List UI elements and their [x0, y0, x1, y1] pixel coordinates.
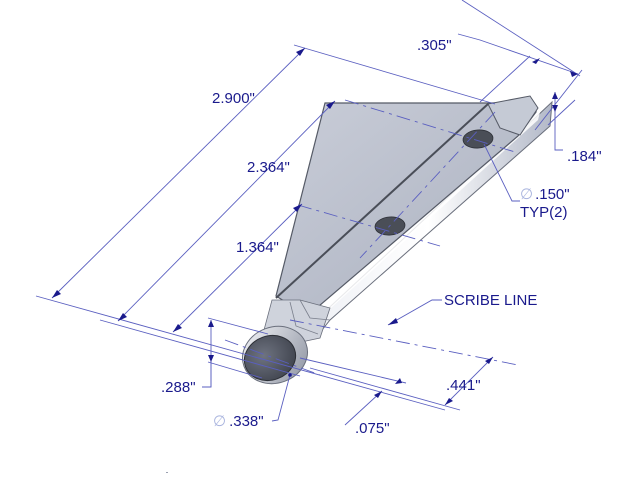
dim-scribe-offset: .441": [446, 377, 481, 394]
hole-2: [462, 129, 494, 149]
center-lines: [224, 99, 519, 376]
dimension-lines: [35, 0, 583, 426]
dim-end-diameter: ∅.338": [213, 413, 264, 430]
dim-hole1-position: 1.364": [236, 239, 279, 256]
dim-hole-diameter: ∅.150": [520, 186, 570, 203]
dim-overall-length: 2.900": [212, 90, 255, 107]
dim-width: .305": [417, 37, 452, 54]
diameter-symbol-icon: ∅: [213, 413, 226, 430]
scribe-line-label: SCRIBE LINE: [444, 292, 537, 309]
dim-hole2-position: 2.364": [247, 159, 290, 176]
dim-hole-qty-note: TYP(2): [520, 204, 568, 221]
dim-tip-height: .184": [567, 148, 602, 165]
dimension-labels: 2.900" 2.364" 1.364" .305" .184" ∅.150" …: [161, 37, 602, 437]
diameter-symbol-icon: ∅: [520, 186, 533, 203]
part-body: [242, 95, 553, 385]
dim-scribe-gap: .075": [355, 420, 390, 437]
speck: [166, 472, 168, 473]
end-cap-face: [243, 334, 297, 382]
dim-end-height: .288": [161, 379, 196, 396]
